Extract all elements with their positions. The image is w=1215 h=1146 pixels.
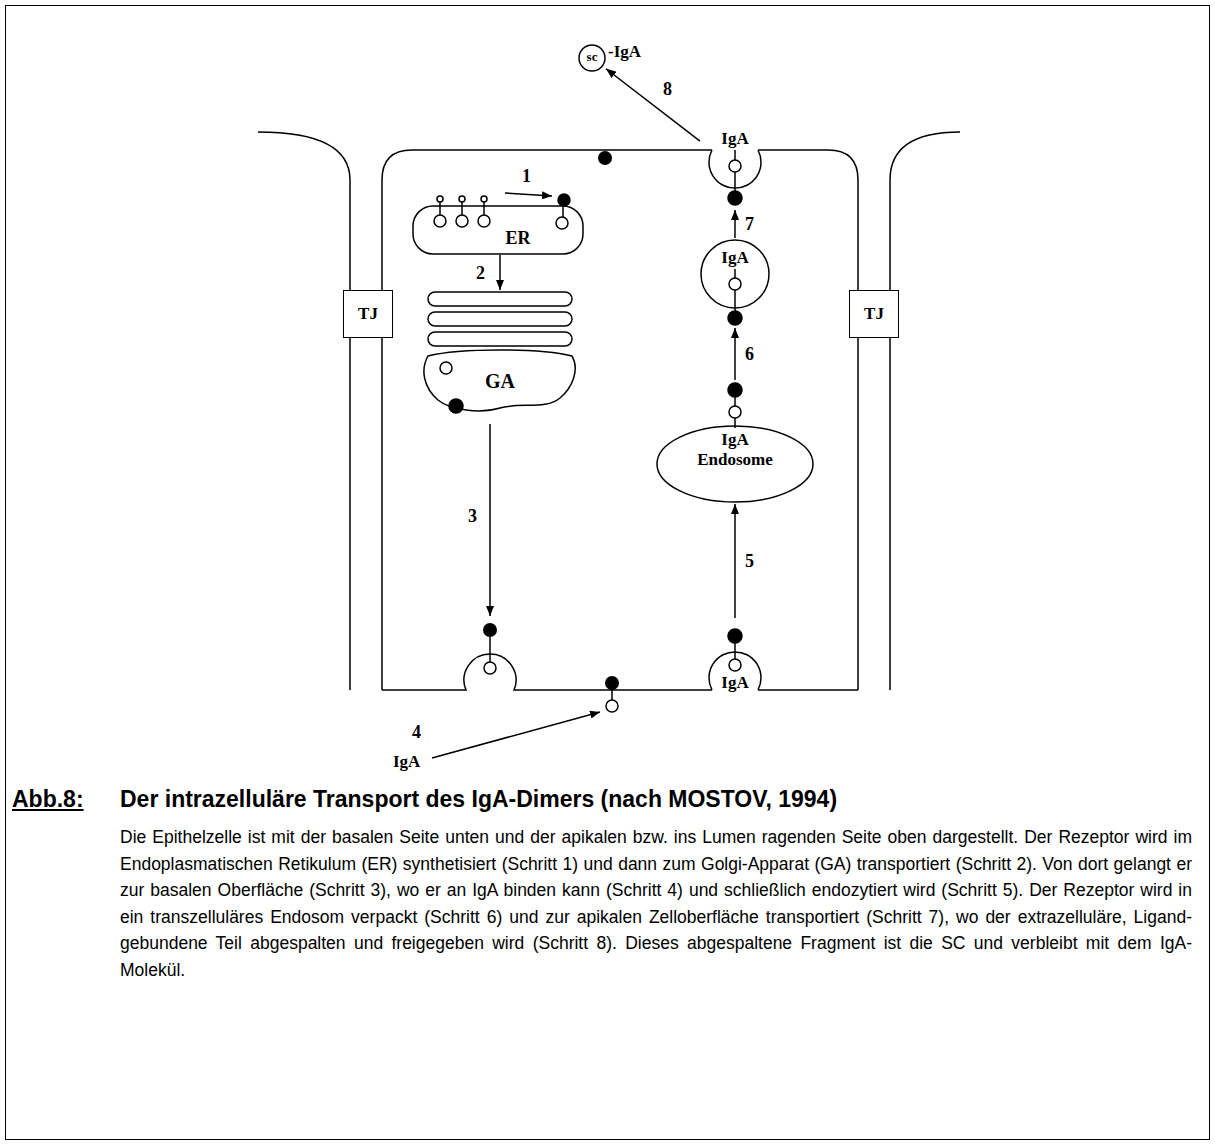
receptor-head <box>440 362 452 374</box>
receptor-stem <box>483 202 485 215</box>
receptor-head <box>729 278 741 290</box>
node-label: sc <box>587 49 598 65</box>
receptor-head <box>606 700 618 712</box>
molecule-label: -IgA <box>608 42 641 62</box>
receptor-head <box>729 659 741 671</box>
node-label: IgA <box>721 249 748 267</box>
node-label: TJ <box>864 304 884 324</box>
step-number: 8 <box>663 79 672 99</box>
figure-title: Der intrazelluläre Transport des IgA-Dim… <box>120 786 1200 812</box>
basal-pit: IgA <box>700 618 770 698</box>
golgi-outline <box>424 350 575 411</box>
node-label: Endosome <box>697 450 773 470</box>
receptor-head <box>478 215 490 227</box>
receptor-stem <box>734 150 736 160</box>
step-arrow <box>505 193 552 196</box>
receptor-stem <box>439 202 441 215</box>
receptor-tail <box>605 676 619 690</box>
node-label: IgA <box>721 130 748 148</box>
step-arrow <box>432 712 600 758</box>
step-arrow <box>734 210 736 238</box>
golgi-apparatus-shape <box>420 290 580 420</box>
tight-junction: TJ <box>849 290 899 338</box>
receptor-signal <box>437 196 443 202</box>
step-number: 5 <box>745 551 754 571</box>
step-number: 7 <box>745 214 754 234</box>
receptor-tail <box>728 311 742 325</box>
golgi-apparatus: GA <box>420 290 580 420</box>
receptor-head <box>729 160 741 172</box>
receptor-tail <box>728 629 742 643</box>
receptor-tail <box>728 191 742 205</box>
neighbour-cell <box>258 132 350 690</box>
receptor-stem <box>489 637 491 662</box>
sc-circle <box>579 45 605 71</box>
step-number: 2 <box>476 263 485 283</box>
figure-number: Abb.8: <box>12 786 84 812</box>
receptor-head <box>434 215 446 227</box>
transport-vesicle: IgA <box>698 238 772 328</box>
receptor-stem <box>734 397 736 406</box>
receptor-tail <box>449 399 463 413</box>
node-label: ER <box>505 228 530 248</box>
endosome-outline <box>657 426 813 502</box>
figure-frame <box>6 6 1210 1140</box>
receptor-head <box>484 662 496 674</box>
step-number: 6 <box>745 344 754 364</box>
endosome: IgAEndosome <box>655 380 815 504</box>
receptor-head <box>729 406 741 418</box>
molecule-label: IgA <box>393 752 420 772</box>
receptor-stem <box>461 202 463 215</box>
apical-pit: IgA <box>700 126 770 210</box>
er-organelle-shape <box>412 205 584 255</box>
receptor-stem <box>734 290 736 311</box>
receptor-signal <box>481 196 487 202</box>
receptor-tail <box>558 194 570 206</box>
step-arrow <box>606 69 700 141</box>
receptor-tail <box>483 623 497 637</box>
step-arrow <box>489 424 491 616</box>
receptor-stem <box>611 690 613 700</box>
step-number: 1 <box>522 166 531 187</box>
receptor-stem <box>562 206 564 217</box>
receptor-head <box>456 215 468 227</box>
step-arrow <box>734 328 736 380</box>
receptor-tail <box>598 151 612 165</box>
node-label: GA <box>485 370 515 392</box>
receptor-stem <box>734 172 736 191</box>
receptor-tail <box>728 383 742 397</box>
er-outline <box>413 206 583 254</box>
figure-caption: Die Epithelzelle ist mit der basalen Sei… <box>120 824 1192 983</box>
node-label: IgA <box>721 674 748 692</box>
er-organelle: ER <box>412 205 584 255</box>
node-label: IgA <box>721 430 748 450</box>
step-number: 3 <box>468 506 477 527</box>
receptor-signal <box>459 196 465 202</box>
receptor-head <box>556 217 568 229</box>
receptor-stem <box>734 643 736 659</box>
receptor-stem <box>734 269 736 278</box>
tight-junction: TJ <box>343 290 393 338</box>
sc-circle: sc <box>578 44 606 72</box>
step-arrow <box>499 255 501 290</box>
neighbour-cell <box>890 132 960 690</box>
cell-membrane <box>382 150 858 690</box>
step-number: 4 <box>412 722 421 743</box>
step-arrow <box>734 504 736 618</box>
golgi-cisterna <box>428 312 572 326</box>
golgi-cisterna <box>428 292 572 306</box>
golgi-cisterna <box>428 332 572 346</box>
node-label: TJ <box>358 304 378 324</box>
